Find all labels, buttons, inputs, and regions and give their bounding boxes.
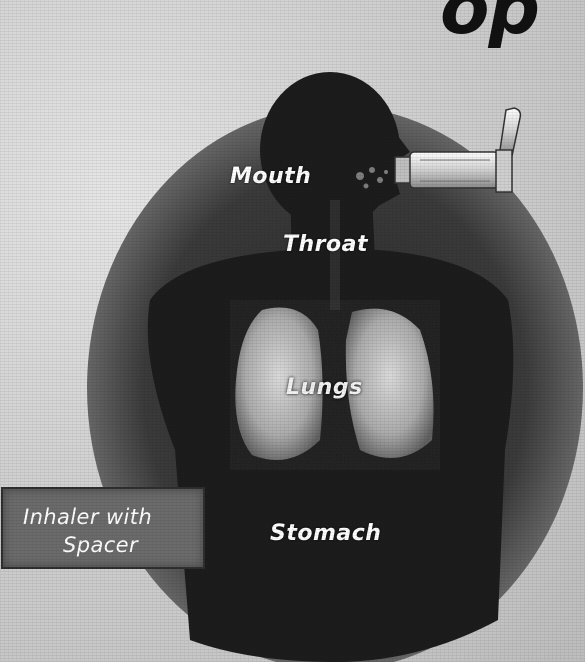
inhaler-box-line-2: Spacer	[63, 533, 138, 557]
mouth-label: Mouth	[230, 164, 311, 189]
inhaler-with-spacer-box: Inhaler with Spacer	[1, 487, 205, 569]
throat-label: Throat	[283, 232, 368, 257]
stomach-label: Stomach	[270, 521, 381, 546]
lungs-label: Lungs	[286, 375, 363, 400]
inhaler-box-line-1: Inhaler with	[23, 505, 152, 529]
